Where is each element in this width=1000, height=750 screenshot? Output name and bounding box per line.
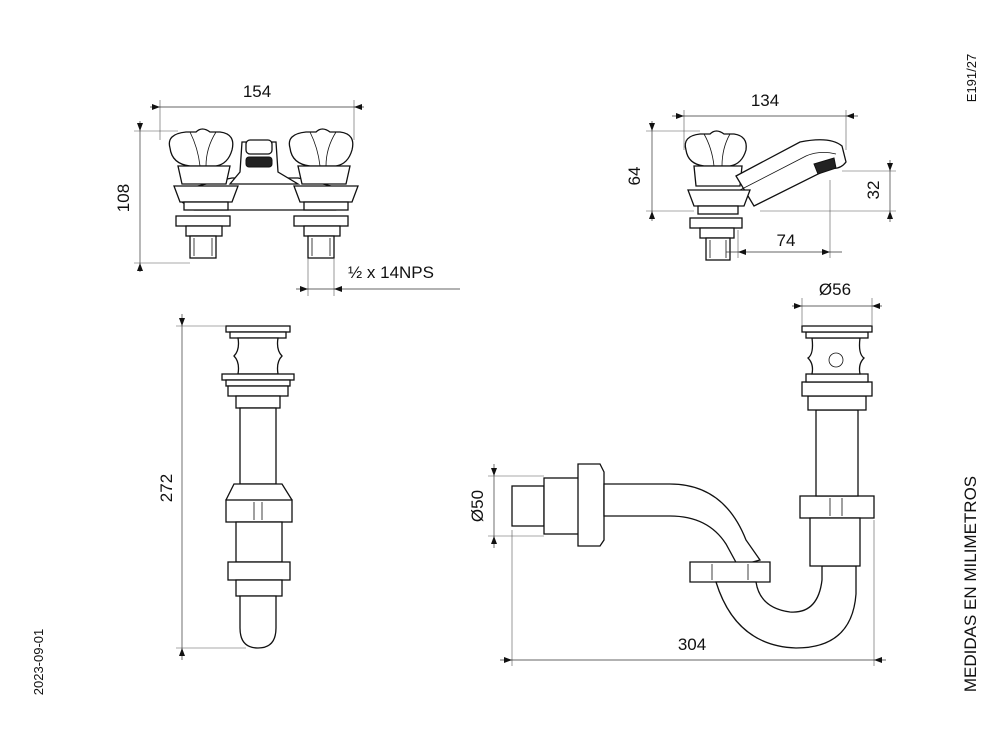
label-side-height: 64 <box>625 167 644 186</box>
dimension-spout-length <box>672 110 858 150</box>
faucet-side-view <box>684 130 847 261</box>
dimension-faucet-height <box>134 121 190 272</box>
dimension-side-height <box>646 121 700 221</box>
label-trap-length: 304 <box>678 635 706 654</box>
dimension-drain-length <box>176 314 246 660</box>
label-spout-height: 32 <box>864 181 883 200</box>
dimension-thread <box>296 258 460 296</box>
faucet-front-view <box>168 128 359 259</box>
dimension-trap-length <box>500 520 886 666</box>
drawing-date: 2023-09-01 <box>31 629 46 696</box>
label-spout-length: 134 <box>751 91 779 110</box>
trap-assembly <box>511 325 875 649</box>
drawing-code: E191/27 <box>964 54 979 102</box>
label-faucet-width: 154 <box>243 82 271 101</box>
dimension-drain-diameter <box>792 298 882 326</box>
dimension-faucet-width <box>150 100 364 140</box>
dimension-trap-diameter <box>488 464 544 548</box>
label-thread-spec: ½ x 14NPS <box>348 263 434 282</box>
units-note: MEDIDAS EN MILIMETROS <box>961 476 980 692</box>
drain-assembly <box>221 325 295 649</box>
label-trap-diameter: Ø50 <box>468 490 487 522</box>
label-drain-diameter: Ø56 <box>819 280 851 299</box>
label-faucet-height: 108 <box>114 184 133 212</box>
label-drain-length: 272 <box>157 474 176 502</box>
label-spout-reach: 74 <box>777 231 796 250</box>
dimension-spout-reach <box>726 180 842 258</box>
dimension-spout-height <box>760 160 896 222</box>
